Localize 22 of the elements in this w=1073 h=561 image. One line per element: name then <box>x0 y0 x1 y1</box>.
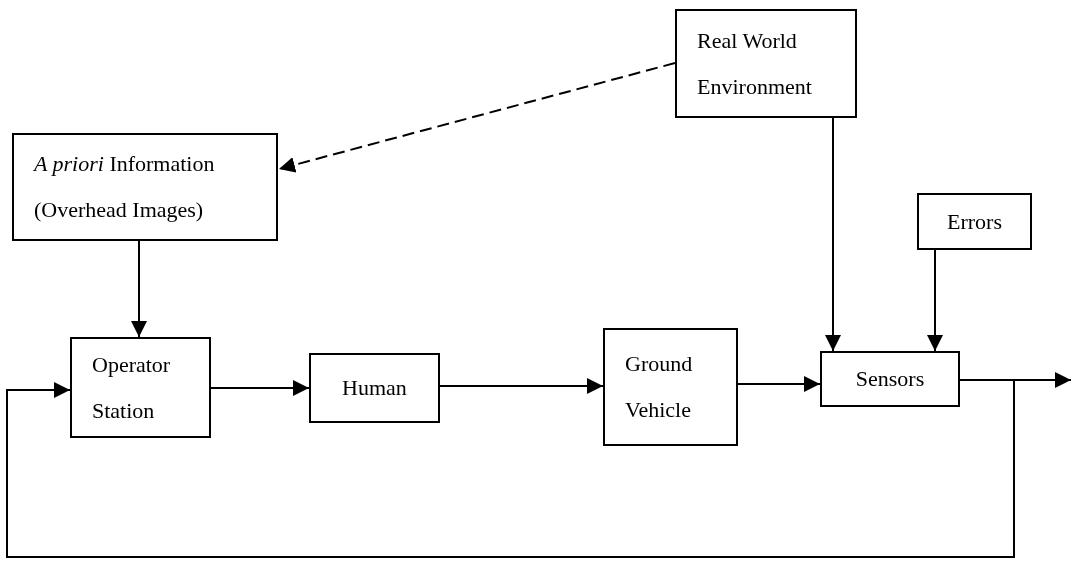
box-label: Ground Vehicle <box>624 350 694 424</box>
arrow <box>131 240 147 338</box>
process-box <box>603 328 738 446</box>
box-label: A priori Information (Overhead Images) <box>32 150 216 224</box>
box-label: Operator Station <box>91 350 172 425</box>
arrow <box>278 62 676 173</box>
arrow <box>210 380 310 396</box>
arrow <box>6 379 1015 558</box>
box-label: Real World Environment <box>696 26 813 101</box>
process-box <box>70 337 211 438</box>
box-label: Errors <box>946 207 1003 236</box>
arrow <box>439 378 604 394</box>
process-box <box>820 351 960 407</box>
arrow <box>927 249 943 352</box>
arrow <box>737 376 821 392</box>
process-box <box>309 353 440 423</box>
process-box <box>12 133 278 241</box>
arrow <box>825 117 841 352</box>
box-label: Sensors <box>854 365 926 393</box>
process-box <box>917 193 1032 250</box>
process-box <box>675 9 857 118</box>
box-label: Human <box>341 374 408 402</box>
